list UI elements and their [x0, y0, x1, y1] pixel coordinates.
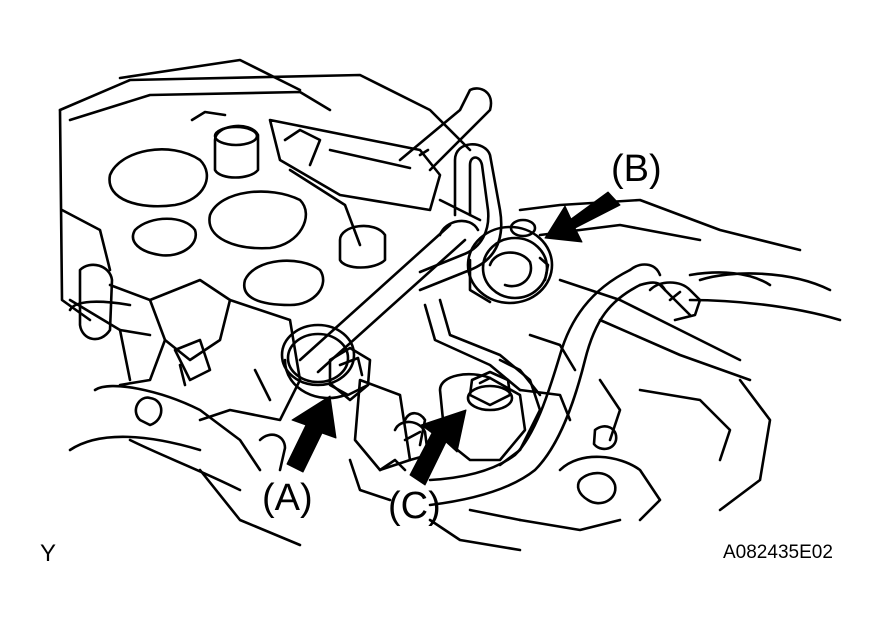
- engine-background: [58, 58, 842, 552]
- bolt-b: [466, 218, 554, 305]
- wrench-tool: [280, 219, 480, 400]
- fuel-pipe: [418, 143, 503, 292]
- callout-label-a: (A): [262, 477, 313, 519]
- callout-label-c: (C): [388, 485, 441, 527]
- view-letter: Y: [40, 540, 57, 567]
- callout-label-b: (B): [611, 148, 662, 190]
- bolt-a: [328, 346, 372, 402]
- bolt-c: [393, 298, 542, 467]
- figure-id: A082435E02: [723, 542, 833, 563]
- arrow-a: [286, 395, 337, 473]
- arrow-b: [544, 191, 621, 243]
- arrow-c: [409, 409, 467, 486]
- fuel-hose: [428, 263, 692, 507]
